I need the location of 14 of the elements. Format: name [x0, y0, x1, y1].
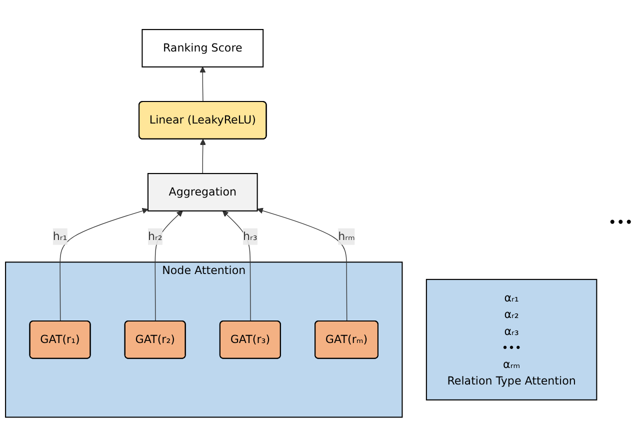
ellipsis-label: •••	[608, 215, 633, 231]
arrow	[200, 138, 206, 174]
edge-label: hᵣ₃	[243, 229, 258, 242]
node-box: Aggregation	[147, 172, 258, 212]
arrow	[154, 210, 183, 322]
edge-label: hᵣ₁	[52, 229, 68, 242]
arrow	[257, 207, 348, 322]
arrow	[200, 66, 206, 102]
arrow	[222, 210, 251, 322]
edge-label: hᵣ₂	[148, 229, 162, 242]
arrow	[60, 208, 148, 322]
edge-label: hᵣₘ	[338, 229, 355, 242]
node-box: Ranking Score	[142, 28, 264, 68]
node-box: αᵣ₁ αᵣ₂ αᵣ₃ ••• αᵣₘ Relation Type Attention	[426, 278, 598, 400]
